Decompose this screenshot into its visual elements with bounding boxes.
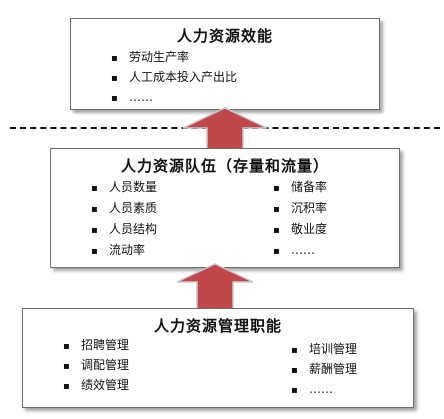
bottom-right-item-2-label: 薪酬管理 [309, 362, 358, 376]
bottom-box-title: 人力资源管理职能 [153, 317, 282, 335]
middle-right-item-2-label: 沉积率 [291, 201, 328, 215]
top-item-2-label: 人工成本投入产出比 [129, 70, 238, 84]
bullet-icon: ▪ [291, 385, 298, 396]
bottom-right-item-2: ▪ 薪酬管理 [291, 361, 357, 379]
bottom-left-item-3: ▪ 绩效管理 [63, 377, 129, 395]
bullet-icon: ▪ [291, 345, 298, 356]
middle-box-title: 人力资源队伍（存量和流量） [120, 157, 329, 175]
middle-left-item-4: ▪ 流动率 [91, 242, 145, 260]
bullet-icon: ▪ [273, 246, 280, 257]
bottom-right-item-1: ▪ 培训管理 [291, 341, 357, 359]
middle-right-item-4: ▪ …… [273, 242, 315, 260]
bullet-icon: ▪ [111, 73, 118, 84]
bullet-icon: ▪ [91, 204, 98, 215]
top-box: 人力资源效能 ▪ 劳动生产率 ▪ 人工成本投入产出比 ▪ …… [70, 18, 380, 110]
up-arrow-lower [176, 263, 254, 313]
bullet-icon: ▪ [111, 93, 118, 104]
bullet-icon: ▪ [111, 53, 118, 64]
bottom-left-item-1-label: 招聘管理 [81, 338, 130, 352]
middle-right-item-4-label: …… [291, 243, 315, 257]
up-arrow-lower-shape [176, 263, 254, 313]
bullet-icon: ▪ [63, 341, 70, 352]
bottom-box: 人力资源管理职能 ▪ 招聘管理 ▪ 调配管理 ▪ 绩效管理 ▪ 培训管理 ▪ 薪酬管理 ▪… [22, 308, 414, 408]
top-item-2: ▪ 人工成本投入产出比 [111, 69, 237, 87]
bullet-icon: ▪ [63, 361, 70, 372]
up-arrow-upper-shape [182, 107, 268, 151]
bottom-right-item-1-label: 培训管理 [309, 342, 358, 356]
bullet-icon: ▪ [91, 183, 98, 194]
top-item-1: ▪ 劳动生产率 [111, 49, 189, 67]
bottom-left-item-1: ▪ 招聘管理 [63, 337, 129, 355]
top-item-3-label: …… [129, 90, 153, 104]
middle-left-item-1-label: 人员数量 [109, 180, 158, 194]
middle-left-item-3-label: 人员结构 [109, 222, 158, 236]
bullet-icon: ▪ [273, 183, 280, 194]
up-arrow-upper [182, 107, 268, 151]
bullet-icon: ▪ [91, 225, 98, 236]
bullet-icon: ▪ [91, 246, 98, 257]
middle-left-item-3: ▪ 人员结构 [91, 221, 157, 239]
middle-left-item-2: ▪ 人员素质 [91, 200, 157, 218]
middle-left-item-2-label: 人员素质 [109, 201, 158, 215]
middle-right-item-3-label: 敬业度 [291, 222, 328, 236]
middle-right-item-1-label: 储备率 [291, 180, 328, 194]
bullet-icon: ▪ [63, 381, 70, 392]
top-item-1-label: 劳动生产率 [129, 50, 190, 64]
middle-box: 人力资源队伍（存量和流量） ▪ 人员数量 ▪ 人员素质 ▪ 人员结构 ▪ 流动率 ▪ 储备… [50, 148, 400, 268]
top-box-title: 人力资源效能 [176, 27, 273, 45]
bullet-icon: ▪ [273, 204, 280, 215]
middle-right-item-3: ▪ 敬业度 [273, 221, 327, 239]
middle-left-item-1: ▪ 人员数量 [91, 179, 157, 197]
bottom-right-item-3: ▪ …… [291, 381, 333, 399]
top-item-3: ▪ …… [111, 89, 153, 107]
bottom-left-item-3-label: 绩效管理 [81, 378, 130, 392]
middle-left-item-4-label: 流动率 [109, 243, 146, 257]
bullet-icon: ▪ [273, 225, 280, 236]
middle-right-item-1: ▪ 储备率 [273, 179, 327, 197]
bullet-icon: ▪ [291, 365, 298, 376]
middle-right-item-2: ▪ 沉积率 [273, 200, 327, 218]
bottom-left-item-2-label: 调配管理 [81, 358, 130, 372]
bottom-right-item-3-label: …… [309, 382, 333, 396]
bottom-left-item-2: ▪ 调配管理 [63, 357, 129, 375]
